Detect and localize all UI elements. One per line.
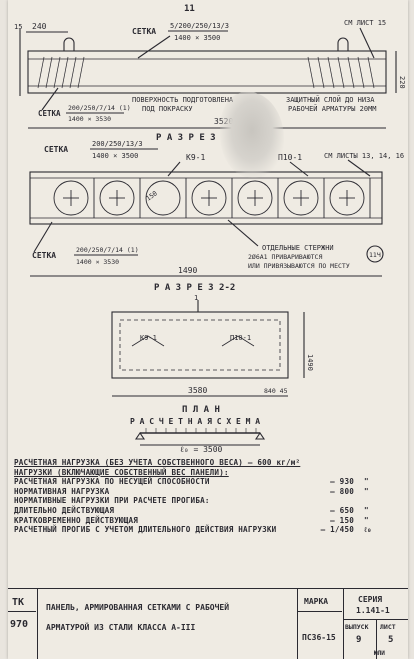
label-smlist: СМ ЛИСТ 15 xyxy=(344,19,386,27)
label-p101: П10-1 xyxy=(278,153,302,162)
plan-label-k91: К9-1 xyxy=(140,334,157,342)
title-block-code-cell: ТК 970 xyxy=(8,589,38,659)
load-unit: ℓ₀ xyxy=(364,525,372,535)
load-unit: " xyxy=(364,505,369,515)
drawing-sheet: 11 15 240 220 СЕТКА 5/200/250/13/3 xyxy=(8,0,408,659)
section-title-1: Р А З Р Е З xyxy=(156,133,216,143)
plan-label-p101: П10-1 xyxy=(230,334,251,342)
title-block-marka-cell: МАРКА ПС36-15 xyxy=(298,589,344,659)
plan-dim-small: 840 45 xyxy=(264,387,288,395)
load-row: НОРМАТИВНЫЕ НАГРУЗКИ ПРИ РАСЧЕТЕ ПРОГИБА… xyxy=(14,496,404,506)
load-unit: " xyxy=(364,486,369,496)
load-value: — 930 xyxy=(330,477,354,487)
panel-plan xyxy=(111,311,289,379)
circle-ref: 11Ч xyxy=(369,251,381,259)
label-setka-top: СЕТКА xyxy=(132,27,156,36)
label-smlisty: СМ ЛИСТЫ 13, 14, 16 xyxy=(324,152,404,160)
title-block: ТК 970 ПАНЕЛЬ, АРМИРОВАННАЯ СЕТКАМИ С РА… xyxy=(8,588,408,659)
marker-1: 1 xyxy=(194,294,198,302)
page-number: 11 xyxy=(184,4,195,14)
plan-dim-h: 1490 xyxy=(306,354,314,371)
label-setka-mid-spec2: 1400 × 3500 xyxy=(92,152,138,160)
label-setka-bottom-spec1: 200/250/7/14 (1) xyxy=(68,104,131,112)
marka-label: МАРКА xyxy=(304,597,329,606)
loads-block: РАСЧЕТНАЯ НАГРУЗКА (БЕЗ УЧЕТА СОБСТВЕННО… xyxy=(14,458,404,535)
loads-heading-2: НАГРУЗКИ (ВКЛЮЧАЮЩИЕ СОБСТВЕННЫЙ ВЕС ПАН… xyxy=(14,467,229,477)
vypusk-label: ВЫПУСК xyxy=(345,623,369,631)
seriya-value: 1.141-1 xyxy=(356,606,390,615)
label-setka-low-spec1: 200/250/7/14 (1) xyxy=(76,246,139,254)
scheme-title: Р А С Ч Е Т Н А Я С Х Е М А xyxy=(130,417,260,426)
title-block-series-cell: СЕРИЯ 1.141-1 ВЫПУСК 9 ЛИСТ 5 ЮЛИ xyxy=(344,589,408,659)
load-label: КРАТКОВРЕМЕННО ДЕЙСТВУЮЩАЯ xyxy=(14,515,139,525)
dim-150: 150 xyxy=(145,189,159,202)
surface-note-1: ПОВЕРХНОСТЬ ПОДГОТОВЛЕНА xyxy=(132,96,234,104)
load-label: РАСЧЕТНЫЙ ПРОГИБ С УЧЕТОМ ДЛИТЕЛЬНОГО ДЕ… xyxy=(14,525,277,535)
load-label: ДЛИТЕЛЬНО ДЕЙСТВУЮЩАЯ xyxy=(14,505,115,515)
load-unit: " xyxy=(364,515,369,525)
rods-note-3: ИЛИ ПРИВЯЗЫВАЮТСЯ ПО МЕСТУ xyxy=(248,262,350,270)
plan-dim-len: 3580 xyxy=(188,386,207,395)
label-setka-bottom: СЕТКА xyxy=(38,109,61,118)
seriya-label: СЕРИЯ xyxy=(358,595,383,604)
section-title-2: Р А З Р Е З 2-2 xyxy=(154,283,235,293)
dim-15: 15 xyxy=(14,23,22,31)
cover-note-2: РАБОЧЕЙ АРМАТУРЫ 20ММ xyxy=(288,104,377,113)
footer-note: ЮЛИ xyxy=(374,650,385,657)
load-value: — 150 xyxy=(330,515,354,525)
rods-note-2: 2Ø6А1 ПРИВАРИВАЮТСЯ xyxy=(248,253,322,261)
label-setka-mid-spec1: 200/250/13/3 xyxy=(92,140,143,148)
plan-title: П Л А Н xyxy=(182,405,220,415)
label-setka-low: СЕТКА xyxy=(32,251,56,260)
panel-section xyxy=(29,171,383,225)
rods-note-1: ОТДЕЛЬНЫЕ СТЕРЖНИ xyxy=(262,244,334,252)
scheme-span: ℓ₀ = 3500 xyxy=(180,445,223,454)
load-value: — 650 xyxy=(330,505,354,515)
label-k91: К9-1 xyxy=(186,153,205,162)
cover-note-1: ЗАЩИТНЫЙ СЛОЙ ДО НИЗА xyxy=(286,95,375,104)
vypusk-value: 9 xyxy=(356,635,362,645)
surface-note-2: ПОД ПОКРАСКУ xyxy=(142,105,193,113)
code-top: ТК xyxy=(12,597,25,608)
load-row: ДЛИТЕЛЬНО ДЕЙСТВУЮЩАЯ — 650 " xyxy=(14,506,404,516)
load-row: РАСЧЕТНЫЙ ПРОГИБ С УЧЕТОМ ДЛИТЕЛЬНОГО ДЕ… xyxy=(14,525,404,535)
load-row: КРАТКОВРЕМЕННО ДЕЙСТВУЮЩАЯ — 150 " xyxy=(14,516,404,526)
loads-heading-1: РАСЧЕТНАЯ НАГРУЗКА (БЕЗ УЧЕТА СОБСТВЕННО… xyxy=(14,458,301,467)
load-label: НОРМАТИВНАЯ НАГРУЗКА xyxy=(14,486,110,496)
label-setka-mid: СЕТКА xyxy=(44,145,68,154)
load-value: — 800 xyxy=(330,486,354,496)
dim-220: 220 xyxy=(398,76,406,89)
panel-elevation xyxy=(27,50,387,94)
load-row: НОРМАТИВНАЯ НАГРУЗКА — 800 " xyxy=(14,487,404,497)
label-setka-bottom-spec2: 1400 × 3530 xyxy=(68,115,111,123)
load-row: РАСЧЕТНАЯ НАГРУЗКА ПО НЕСУЩЕЙ СПОСОБНОСТ… xyxy=(14,477,404,487)
marka-value: ПС36-15 xyxy=(302,633,336,642)
load-label: РАСЧЕТНАЯ НАГРУЗКА ПО НЕСУЩЕЙ СПОСОБНОСТ… xyxy=(14,477,210,487)
title-block-title-cell: ПАНЕЛЬ, АРМИРОВАННАЯ СЕТКАМИ С РАБОЧЕЙ А… xyxy=(38,589,298,659)
list-value: 5 xyxy=(388,635,394,645)
code-bottom: 970 xyxy=(10,619,29,630)
label-setka-low-spec2: 1400 × 3530 xyxy=(76,258,119,266)
load-label: НОРМАТИВНЫЕ НАГРУЗКИ ПРИ РАСЧЕТЕ ПРОГИБА… xyxy=(14,496,210,506)
load-unit: " xyxy=(364,477,369,487)
load-value: — 1/450 xyxy=(320,525,354,535)
dim-1490: 1490 xyxy=(178,266,197,275)
label-setka-top-spec2: 1400 × 3500 xyxy=(174,34,220,42)
title-line-2: АРМАТУРОЙ ИЗ СТАЛИ КЛАССА А-III xyxy=(46,623,196,632)
dim-240: 240 xyxy=(32,22,47,31)
drawing-area: 11 15 240 220 СЕТКА 5/200/250/13/3 xyxy=(14,4,406,454)
paper-smudge xyxy=(220,92,284,178)
title-line-1: ПАНЕЛЬ, АРМИРОВАННАЯ СЕТКАМИ С РАБОЧЕЙ xyxy=(46,603,230,612)
label-setka-top-spec1: 5/200/250/13/3 xyxy=(170,22,229,30)
list-label: ЛИСТ xyxy=(380,623,396,631)
